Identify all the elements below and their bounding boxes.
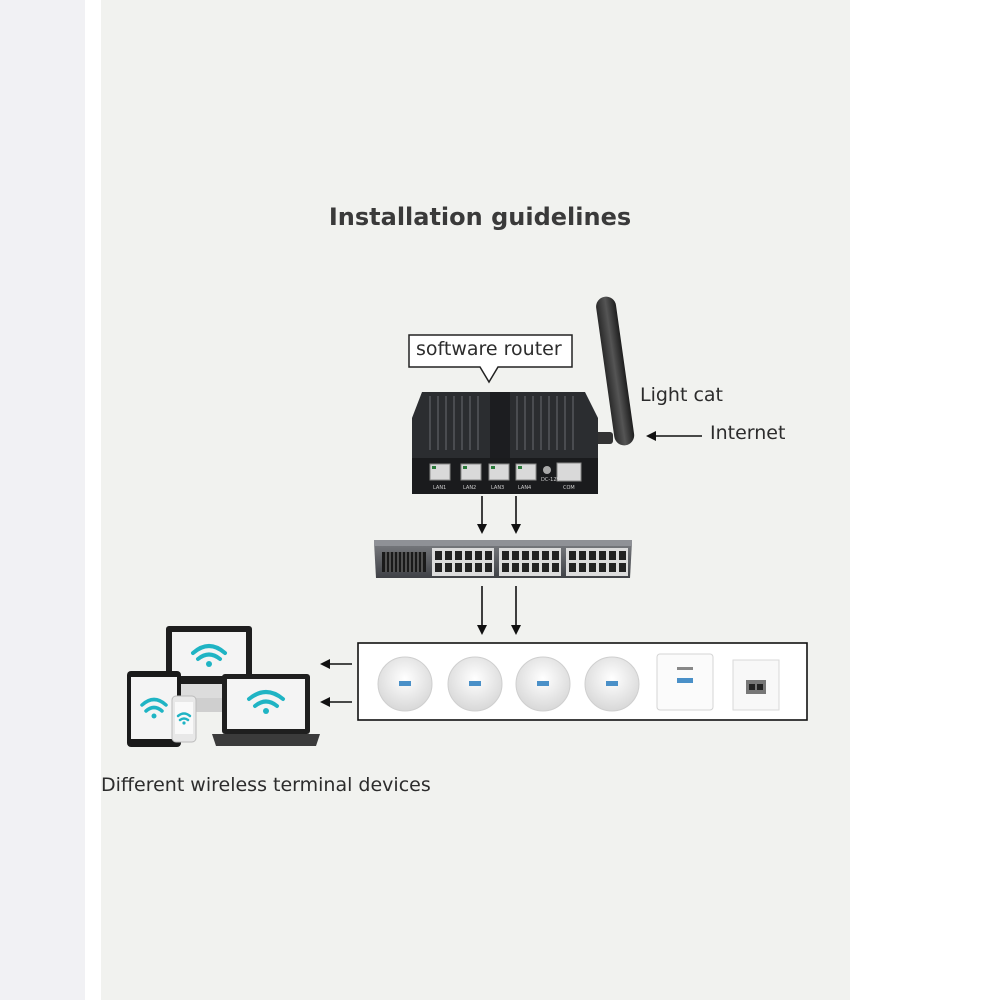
switch-port [569, 563, 576, 572]
port-label: LAN3 [491, 485, 504, 491]
switch-port [569, 551, 576, 560]
port-label: LAN1 [433, 485, 446, 491]
ceiling-ap [584, 656, 640, 712]
switch-to-ap-arrows [477, 586, 521, 635]
ceiling-ap [447, 656, 503, 712]
port-label: LAN4 [518, 485, 531, 491]
tablet-icon [127, 671, 181, 747]
ap-to-devices-arrows [320, 659, 352, 707]
light-cat-label: Light cat [640, 384, 723, 406]
panel-ap [732, 659, 780, 711]
router-label: software router [416, 338, 562, 360]
router-callout [408, 334, 573, 384]
switch-port [455, 551, 462, 560]
left-gutter [0, 0, 85, 1000]
software-router-device: LAN1 LAN2 LAN3 LAN4 DC-12V COM [412, 392, 598, 494]
switch-port [485, 551, 492, 560]
devices-label: Different wireless terminal devices [101, 774, 431, 796]
wall-ap [656, 653, 714, 711]
switch-port [502, 551, 509, 560]
switch-port [512, 563, 519, 572]
switch-port [619, 551, 626, 560]
switch-port [599, 563, 606, 572]
port-label: COM [563, 485, 575, 491]
network-switch [374, 540, 632, 578]
switch-port [552, 563, 559, 572]
router-to-switch-arrows [477, 496, 521, 534]
switch-port [455, 563, 462, 572]
switch-port [475, 563, 482, 572]
switch-port [512, 551, 519, 560]
access-points-box [357, 642, 808, 721]
switch-port [475, 551, 482, 560]
switch-port [552, 551, 559, 560]
switch-port [579, 563, 586, 572]
switch-port [579, 551, 586, 560]
port-label: DC-12V [541, 477, 561, 483]
ceiling-ap [515, 656, 571, 712]
phone-icon [171, 695, 197, 743]
switch-port [532, 563, 539, 572]
switch-port [445, 563, 452, 572]
image-panel [101, 0, 850, 1000]
switch-port [445, 551, 452, 560]
switch-port [542, 551, 549, 560]
title-text: Installation guidelines [328, 203, 632, 231]
switch-port [589, 563, 596, 572]
switch-port [502, 563, 509, 572]
switch-port [589, 551, 596, 560]
switch-port [522, 551, 529, 560]
switch-port [599, 551, 606, 560]
internet-label: Internet [710, 422, 786, 444]
right-gutter [851, 0, 1000, 1000]
ceiling-ap [377, 656, 433, 712]
switch-port [435, 551, 442, 560]
switch-port [465, 563, 472, 572]
switch-port [609, 563, 616, 572]
switch-port [465, 551, 472, 560]
laptop-icon [212, 674, 320, 746]
imac-icon [166, 626, 252, 712]
switch-port [532, 551, 539, 560]
switch-port [485, 563, 492, 572]
switch-port [619, 563, 626, 572]
switch-port [435, 563, 442, 572]
switch-port [522, 563, 529, 572]
switch-port [609, 551, 616, 560]
switch-port [542, 563, 549, 572]
page-title: Installation guidelines [0, 203, 1000, 231]
port-label: LAN2 [463, 485, 476, 491]
